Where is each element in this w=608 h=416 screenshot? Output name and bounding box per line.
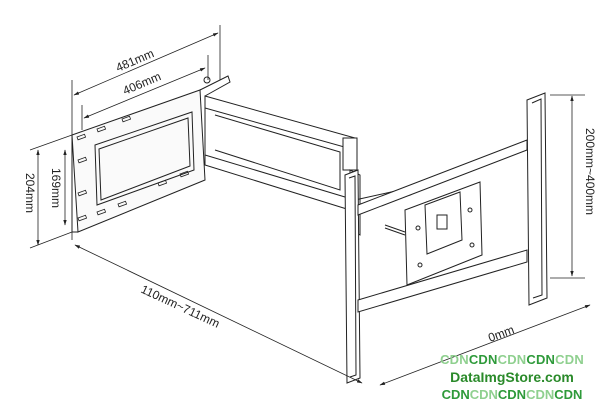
watermark-line-3: CDNCDNCDNCDNCDN: [441, 387, 583, 402]
dim-tv-vertical-range: 200mm~400mm: [583, 128, 597, 215]
dim-204mm: 204mm: [23, 173, 37, 213]
dim-481mm: 481mm: [114, 46, 156, 75]
swing-arm: [199, 75, 412, 236]
watermark-line-1: CDNCDNCDNCDNCDN: [440, 352, 584, 367]
tv-bracket: [344, 92, 548, 384]
dim-extension-range: 110mm~711mm: [139, 282, 222, 331]
watermark-site: DataImgStore.com: [450, 369, 574, 385]
dim-169mm: 169mm: [49, 168, 63, 208]
dim-406mm: 406mm: [121, 69, 163, 98]
wall-plate: [71, 89, 206, 233]
dim-tv-horizontal-partial: 0mm: [486, 323, 516, 345]
dimension-lines: [29, 25, 591, 386]
